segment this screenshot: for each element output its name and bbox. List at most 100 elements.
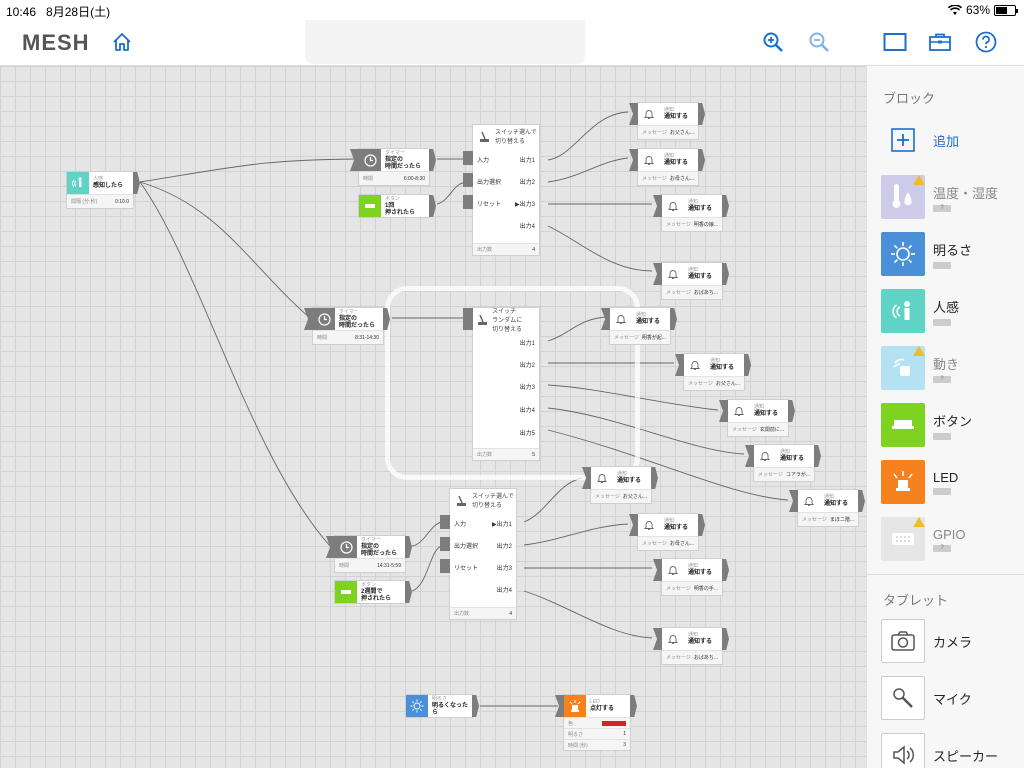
input-port[interactable] (326, 536, 335, 558)
output-port[interactable] (630, 695, 637, 717)
input-port[interactable] (463, 195, 473, 209)
switch-block-1[interactable]: スイッチ選んで 切り替える 入力 出力選択 リセット 出力1 出力2 ▶出力3 … (463, 124, 540, 256)
notification-block[interactable]: 通知通知するメッセージおばあち... (653, 262, 729, 300)
switch-output-label[interactable]: 出力1 (519, 158, 535, 164)
output-port[interactable] (429, 195, 436, 217)
notification-block[interactable]: 通知通知するメッセージおばあち... (653, 627, 729, 665)
output-port[interactable] (698, 514, 705, 536)
input-port[interactable] (463, 173, 473, 187)
output-port[interactable] (722, 559, 729, 581)
switch-output-label[interactable]: 出力2 (519, 363, 535, 369)
input-port[interactable] (653, 195, 662, 217)
notification-block[interactable]: 通知通知するメッセージコアラが... (745, 444, 821, 482)
switch-output-label[interactable]: 出力5 (519, 431, 535, 437)
input-port[interactable] (789, 490, 798, 512)
input-port[interactable] (745, 445, 754, 467)
notification-block[interactable]: 通知通知するメッセージ玄関前に... (719, 399, 795, 437)
sidebar-block-item[interactable]: 温度・湿度? (881, 175, 1024, 219)
toolbox-button[interactable] (926, 28, 954, 56)
input-port[interactable] (304, 308, 313, 330)
brightness-block[interactable]: 明るさ明るくなったら (405, 694, 479, 718)
output-port[interactable] (698, 103, 705, 125)
input-port[interactable] (629, 514, 638, 536)
switch-output-label[interactable]: 出力1 (519, 341, 535, 347)
switch-output-label[interactable]: 出力2 (496, 544, 512, 550)
switch-output-label[interactable]: ▶出力1 (492, 522, 512, 528)
led-color-swatch[interactable] (602, 720, 626, 726)
tablet-item[interactable]: カメラ (881, 619, 1024, 663)
notification-block[interactable]: 通知通知するメッセージお父さん... (675, 353, 751, 391)
sidebar-block-item[interactable]: 人感 (881, 289, 1024, 333)
sidebar-block-item[interactable]: LED (881, 460, 1024, 504)
switch-block-3[interactable]: スイッチ選んで 切り替える 入力 出力選択 リセット ▶出力1 出力2 出力3 … (440, 488, 517, 620)
output-port[interactable] (670, 308, 677, 330)
output-port[interactable] (744, 354, 751, 376)
zoom-in-button[interactable] (759, 28, 787, 56)
output-port[interactable] (858, 490, 865, 512)
input-port[interactable] (653, 628, 662, 650)
input-port[interactable] (601, 308, 610, 330)
notification-block[interactable]: 通知通知するメッセージお父さん... (629, 102, 705, 140)
switch-output-label[interactable]: 出力2 (519, 180, 535, 186)
input-port[interactable] (440, 537, 450, 551)
help-button[interactable] (972, 28, 1000, 56)
output-port[interactable] (722, 195, 729, 217)
input-port[interactable] (463, 151, 473, 165)
input-port[interactable] (555, 695, 564, 717)
output-port[interactable] (405, 536, 412, 558)
panel-toggle-button[interactable] (881, 28, 909, 56)
output-port[interactable] (429, 149, 436, 171)
output-port[interactable] (472, 695, 479, 717)
sidebar-block-item[interactable]: ボタン (881, 403, 1024, 447)
tablet-item[interactable]: スピーカー (881, 733, 1024, 768)
notification-block[interactable]: 通知通知するメッセージお父さん... (582, 466, 658, 504)
tablet-item[interactable]: マイク (881, 676, 1024, 720)
sidebar-block-item[interactable]: 明るさ (881, 232, 1024, 276)
output-port[interactable] (383, 308, 390, 330)
zoom-out-button[interactable] (805, 28, 833, 56)
input-port[interactable] (629, 103, 638, 125)
switch-output-label[interactable]: 出力3 (519, 385, 535, 391)
home-button[interactable] (108, 28, 136, 56)
switch-output-label[interactable]: ▶出力3 (515, 202, 535, 208)
notification-block[interactable]: 通知通知するメッセージまほ二階... (789, 489, 865, 527)
input-port[interactable] (350, 149, 359, 171)
notification-block[interactable]: 通知通知するメッセージ明香の娘... (653, 194, 729, 232)
input-port[interactable] (653, 559, 662, 581)
input-port[interactable] (629, 149, 638, 171)
output-port[interactable] (651, 467, 658, 489)
motion-sensor-block[interactable]: 人感感知したら 間隔 (分:秒)0:10.0 (66, 171, 140, 209)
switch-output-label[interactable]: 出力4 (496, 588, 512, 594)
output-port[interactable] (814, 445, 821, 467)
input-port[interactable] (440, 515, 450, 529)
input-port[interactable] (653, 263, 662, 285)
input-port[interactable] (463, 308, 473, 330)
output-port[interactable] (722, 263, 729, 285)
add-block-button[interactable]: 追加 (881, 118, 1024, 162)
switch-output-label[interactable]: 出力4 (519, 224, 535, 230)
recipe-canvas[interactable]: 人感感知したら 間隔 (分:秒)0:10.0 タイマー指定の 時間だったら 時間… (0, 66, 866, 768)
input-port[interactable] (719, 400, 728, 422)
switch-output-label[interactable]: 出力3 (496, 566, 512, 572)
output-port[interactable] (722, 628, 729, 650)
switch-output-label[interactable]: 出力4 (519, 408, 535, 414)
sidebar-block-item[interactable]: GPIO? (881, 517, 1024, 561)
sidebar-block-item[interactable]: 動き? (881, 346, 1024, 390)
input-port[interactable] (675, 354, 684, 376)
notification-block[interactable]: 通知通知するメッセージ明香の手... (653, 558, 729, 596)
notification-block[interactable]: 通知通知するメッセージお母さん... (629, 513, 705, 551)
output-port[interactable] (788, 400, 795, 422)
output-port[interactable] (133, 172, 140, 194)
notification-block[interactable]: 通知通知するメッセージお母さん... (629, 148, 705, 186)
output-port[interactable] (698, 149, 705, 171)
input-port[interactable] (582, 467, 591, 489)
output-port[interactable] (405, 581, 412, 603)
input-port[interactable] (440, 559, 450, 573)
